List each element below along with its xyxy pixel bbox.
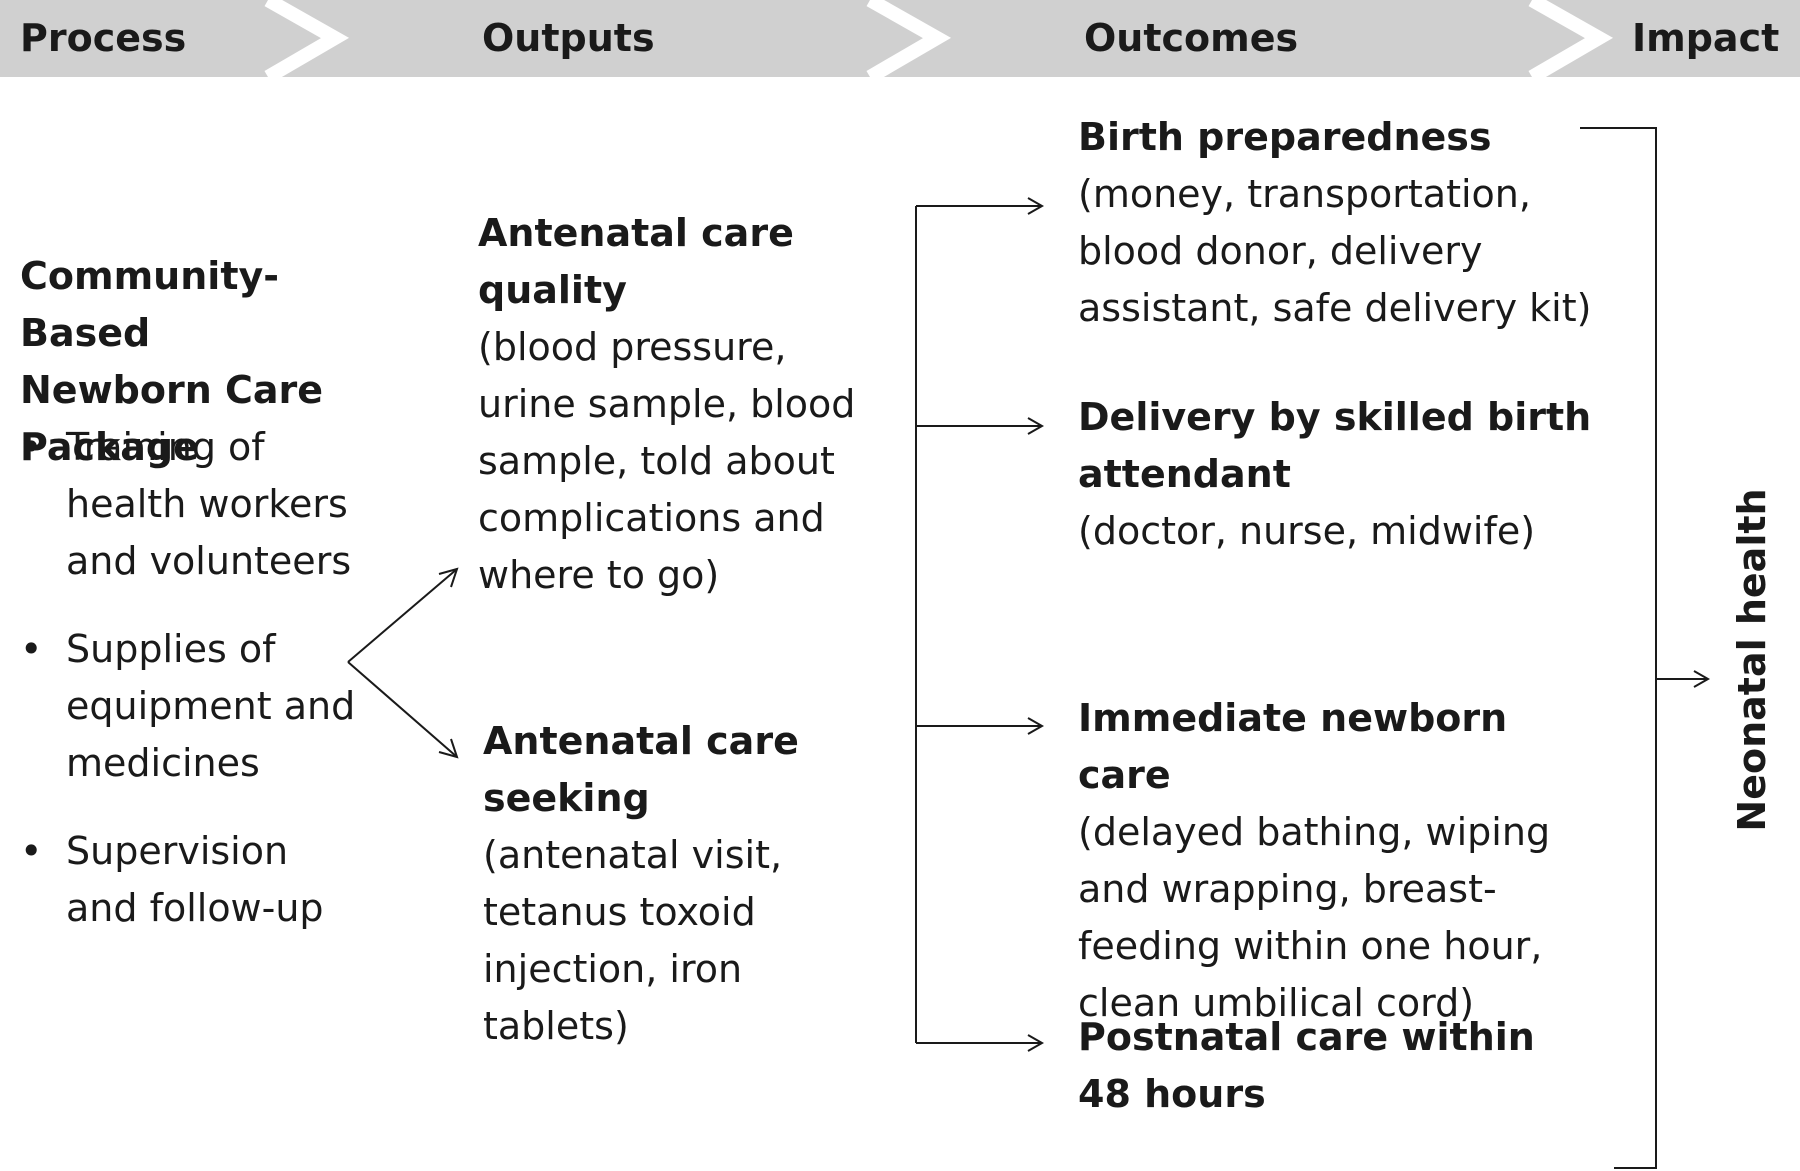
arrow-to-impact: [1656, 670, 1711, 688]
branch-arrow-to-quality: [347, 567, 459, 663]
bullet-icon: •: [20, 425, 43, 469]
outcome-detail: (doctor, nurse, midwife): [1078, 509, 1536, 553]
output-detail: (blood pressure, urine sample, blood sam…: [478, 325, 856, 597]
chevron-separator-1: [264, 0, 1614, 77]
header-process: Process: [20, 16, 187, 60]
bullet-icon: •: [20, 829, 43, 873]
arrow-to-birth-preparedness: [916, 197, 1045, 215]
header-outcomes: Outcomes: [1084, 16, 1299, 60]
process-title-text: Community-Based Newborn Care Package: [20, 254, 324, 469]
outcome-title: Delivery by skilled birth attendant: [1078, 395, 1592, 496]
header-outputs: Outputs: [482, 16, 655, 60]
output-item-2: Antenatal care seeking (antenatal visit,…: [483, 713, 813, 1055]
output-detail: (antenatal visit, tetanus toxoid injecti…: [483, 833, 783, 1048]
arrow-to-postnatal-care: [916, 1034, 1045, 1052]
outcome-title: Immediate newborn care: [1078, 696, 1508, 797]
impact-bracket: [1580, 127, 1657, 1169]
outcome-detail: (money, transportation, blood donor, del…: [1078, 172, 1592, 330]
outcome-item-3: Immediate newborn care (delayed bathing,…: [1078, 690, 1598, 1032]
outcome-item-1: Birth preparedness (money, transportatio…: [1078, 109, 1598, 337]
outcome-title: Postnatal care within 48 hours: [1078, 1015, 1535, 1116]
output-title: Antenatal care seeking: [483, 719, 799, 820]
process-bullet-text: Supervision and follow-up: [66, 829, 324, 930]
output-item-1: Antenatal care quality (blood pressure, …: [478, 205, 888, 604]
process-title: Community-Based Newborn Care Package: [20, 248, 350, 476]
outcome-item-4: Postnatal care within 48 hours: [1078, 1009, 1598, 1123]
output-title: Antenatal care quality: [478, 211, 794, 312]
arrow-to-newborn-care: [916, 717, 1045, 735]
process-bullet-text: Supplies of equipment and medicines: [66, 627, 356, 785]
arrow-to-skilled-delivery: [916, 417, 1045, 435]
bullet-icon: •: [20, 627, 43, 671]
process-bullet-text: Training of health workers and volunteer…: [66, 425, 352, 583]
outcome-detail: (delayed bathing, wiping and wrapping, b…: [1078, 810, 1551, 1025]
branch-arrow-to-seeking: [347, 661, 459, 759]
outcome-item-2: Delivery by skilled birth attendant (doc…: [1078, 389, 1598, 560]
outcome-title: Birth preparedness: [1078, 115, 1492, 159]
header-impact: Impact: [1632, 16, 1780, 60]
